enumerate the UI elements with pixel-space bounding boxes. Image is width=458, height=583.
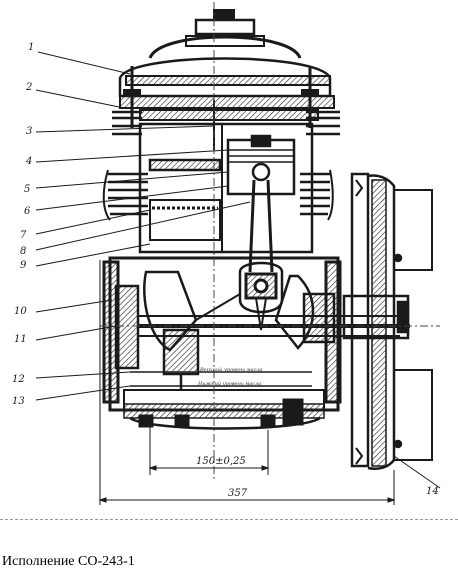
callout-11: 11: [14, 334, 27, 345]
callout-8: 8: [20, 246, 26, 257]
callout-10: 10: [14, 306, 27, 317]
oil-level-upper-label: Верхний уровень масла: [199, 367, 263, 373]
oil-level-labels: Верхний уровень масла Нижний уровень мас…: [197, 367, 263, 387]
oil-level-lower-label: Нижний уровень масла: [197, 381, 261, 387]
piston: [226, 134, 296, 196]
callout-12: 12: [12, 374, 25, 385]
callout-6: 6: [24, 206, 31, 217]
cooling-fins: [102, 110, 340, 221]
flywheel-pulley: [342, 172, 433, 470]
cylinder-head-and-cover: [118, 9, 335, 150]
dimension-overall-label: 357: [228, 488, 248, 499]
callout-13: 13: [12, 396, 25, 407]
compressor-cross-section-drawing: 1 2 3 4 5 6 7 8 9 10 11 12 13 14 Верхний…: [12, 2, 441, 505]
leader-lines: [35, 51, 441, 489]
callout-14: 14: [426, 486, 439, 497]
cylinder-block: [138, 122, 314, 254]
callout-9: 9: [20, 260, 27, 271]
callout-numbers: 1 2 3 4 5 6 7 8 9 10 11 12 13 14: [12, 42, 439, 497]
callout-3: 3: [26, 126, 32, 137]
callout-7: 7: [20, 230, 27, 241]
callout-5: 5: [24, 184, 30, 195]
callout-2: 2: [25, 82, 32, 93]
dimension-inner-label: 150±0,25: [196, 456, 246, 467]
callout-1: 1: [28, 42, 34, 53]
divider-line: [0, 519, 458, 520]
dimension-lines: [98, 260, 396, 505]
callout-4: 4: [25, 156, 32, 167]
centerlines: [100, 2, 440, 480]
dimension-labels: 150±0,25 357: [196, 456, 248, 499]
figure-caption: Исполнение СО-243-1: [2, 554, 135, 569]
